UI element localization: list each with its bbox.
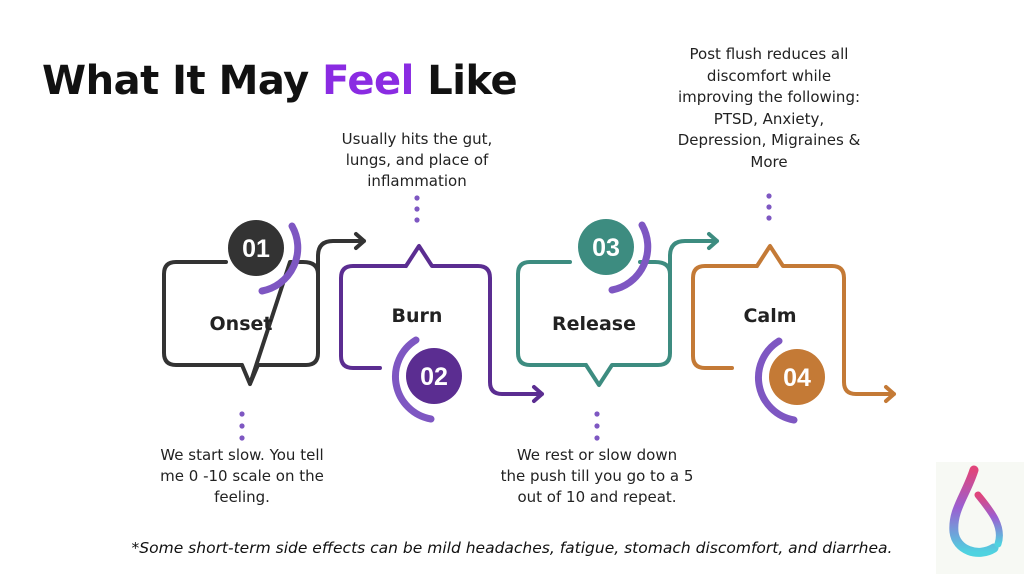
description-line: improving the following: [677, 88, 861, 106]
calm-connector [842, 298, 896, 403]
description-line: out of 10 and repeat. [517, 488, 677, 506]
leader-dots-release [594, 411, 600, 441]
description-line: We rest or slow down [516, 446, 678, 464]
side-effects-footnote: *Some short-term side effects can be mil… [131, 539, 893, 557]
step-badge-02 [406, 348, 462, 404]
badge-ring-01 [258, 222, 302, 295]
step-number-04: 04 [783, 364, 811, 392]
logo-panel [936, 462, 1024, 574]
badge-ring-02 [392, 336, 435, 423]
title-tail: Like [413, 58, 518, 104]
step-label-calm: Calm [743, 305, 796, 327]
step-burn: 02 Burn [339, 244, 544, 423]
burn-connector [488, 298, 544, 403]
step-description-release: We rest or slow down the push till you g… [482, 445, 712, 508]
badge-ring-03 [608, 221, 652, 294]
step-badge-04 [769, 349, 825, 405]
description-line: inflammation [367, 172, 467, 190]
step-badge-03 [578, 219, 634, 275]
step-description-burn: Usually hits the gut, lungs, and place o… [312, 129, 522, 192]
description-line: the push till you go to a 5 [500, 467, 694, 485]
description-line: me 0 -10 scale on the [160, 467, 324, 485]
step-badge-01 [228, 220, 284, 276]
step-number-01: 01 [242, 235, 270, 263]
step-calm: 04 Calm [691, 244, 896, 424]
badge-ring-04 [755, 337, 798, 424]
leader-dots-burn [414, 195, 420, 223]
description-line: Usually hits the gut, [341, 130, 493, 148]
description-line: PTSD, Anxiety, [713, 109, 825, 128]
leader-dots-calm [766, 193, 772, 221]
step-label-burn: Burn [392, 305, 443, 327]
step-onset: 01 Onset [162, 220, 366, 386]
title-accent: Feel [322, 58, 414, 104]
step-label-release: Release [552, 313, 636, 335]
calm-outline [691, 244, 846, 370]
drop-logo-icon [949, 465, 1003, 557]
onset-outline [162, 260, 320, 386]
title-lead: What It May [42, 58, 323, 104]
step-number-03: 03 [592, 234, 620, 262]
step-number-02: 02 [420, 363, 448, 391]
description-line: lungs, and place of [345, 151, 489, 169]
description-line: feeling. [214, 488, 270, 506]
description-line: More [750, 152, 788, 171]
release-outline [516, 260, 672, 387]
leader-dots-onset [239, 411, 245, 441]
step-release: 03 Release [516, 219, 719, 387]
page-title: What It May Feel Like [42, 58, 518, 104]
description-line: We start slow. You tell [160, 446, 324, 464]
step-label-onset: Onset [210, 313, 273, 335]
description-line: Post flush reduces all [689, 45, 849, 63]
description-line: discomfort while [706, 66, 832, 85]
release-connector [668, 232, 719, 322]
step-description-onset: We start slow. You tell me 0 -10 scale o… [142, 445, 342, 508]
step-description-calm: Post flush reduces all discomfort while … [657, 44, 881, 173]
onset-connector [316, 232, 366, 322]
description-line: Depression, Migraines & [677, 131, 861, 149]
burn-outline [339, 244, 492, 370]
